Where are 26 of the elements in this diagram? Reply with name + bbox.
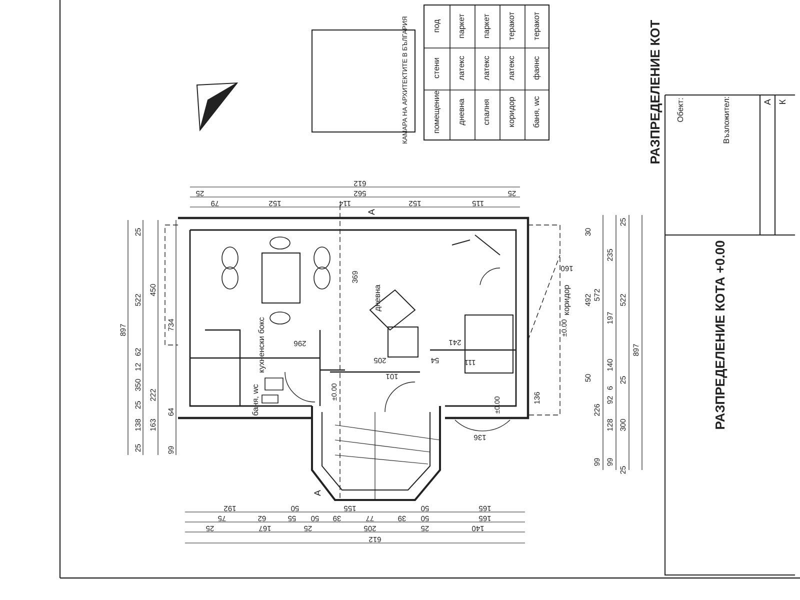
- table-cell: паркет: [458, 14, 466, 38]
- table-cell: помещение: [433, 90, 441, 134]
- section-marker: А: [368, 209, 376, 215]
- table-cell: стени: [433, 58, 441, 78]
- table-cell: спалня: [483, 98, 491, 126]
- table-cell: теракот: [533, 12, 541, 40]
- table-cell: коридор: [508, 96, 516, 128]
- table-cell: под: [433, 19, 441, 33]
- table-cell: дневна: [458, 98, 466, 126]
- note-text: Обект:: [677, 98, 685, 122]
- table-cell: латекс: [483, 56, 491, 80]
- section-marker: А: [314, 490, 322, 496]
- table-cell: теракот: [508, 12, 516, 40]
- sheet-title: РАЗПРЕДЕЛЕНИЕ КОТ: [648, 20, 662, 164]
- table-cell: латекс: [508, 56, 516, 80]
- table-cell: латекс: [458, 56, 466, 80]
- note-text: А: [764, 99, 772, 105]
- table-cell: паркет: [483, 14, 491, 38]
- room-label: кухненски бокс: [258, 317, 266, 373]
- note-text: Възложител:: [723, 96, 731, 144]
- room-label: дневна: [374, 284, 382, 312]
- table-cell: фаянс: [533, 56, 541, 80]
- room-label: коридор: [563, 284, 571, 316]
- table-cell: баня, wc: [533, 96, 541, 128]
- note-text: К: [778, 99, 788, 105]
- plan-caption: РАЗПРЕДЕЛЕНИЕ КОТА +0.00: [714, 240, 726, 430]
